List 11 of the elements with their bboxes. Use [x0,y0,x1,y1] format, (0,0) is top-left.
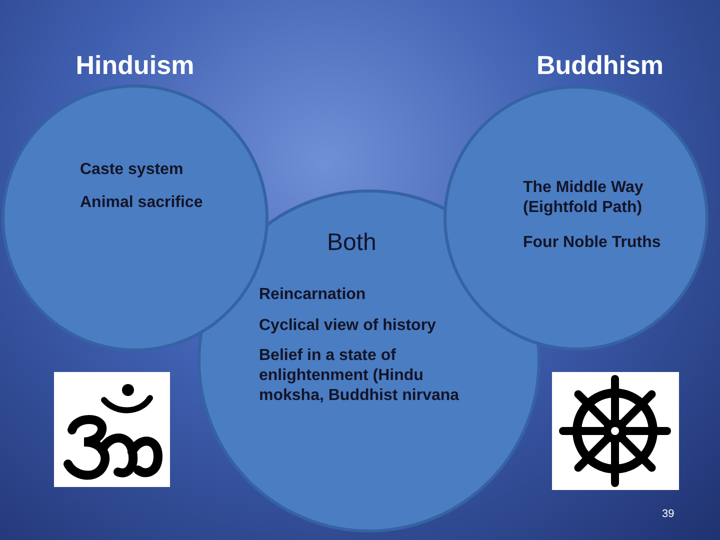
page-number: 39 [662,508,674,520]
list-item-text: Reincarnation [259,285,367,305]
overlap-heading: Both [327,228,378,258]
list-item-text: Animal sacrifice [80,193,204,213]
circle-heading: Buddhism [535,50,665,81]
list-item-text: The Middle Way (Eightfold Path) [523,178,644,218]
list-item-text: Cyclical view of history [259,316,437,336]
list-item-text: Caste system [80,160,184,180]
list-item-text: Belief in a state of enlightenment (Hindu moksha, Buddhist nirvana [259,346,460,406]
list-item-text: Four Noble Truths [523,233,662,253]
circle-heading: Hinduism [74,50,196,81]
